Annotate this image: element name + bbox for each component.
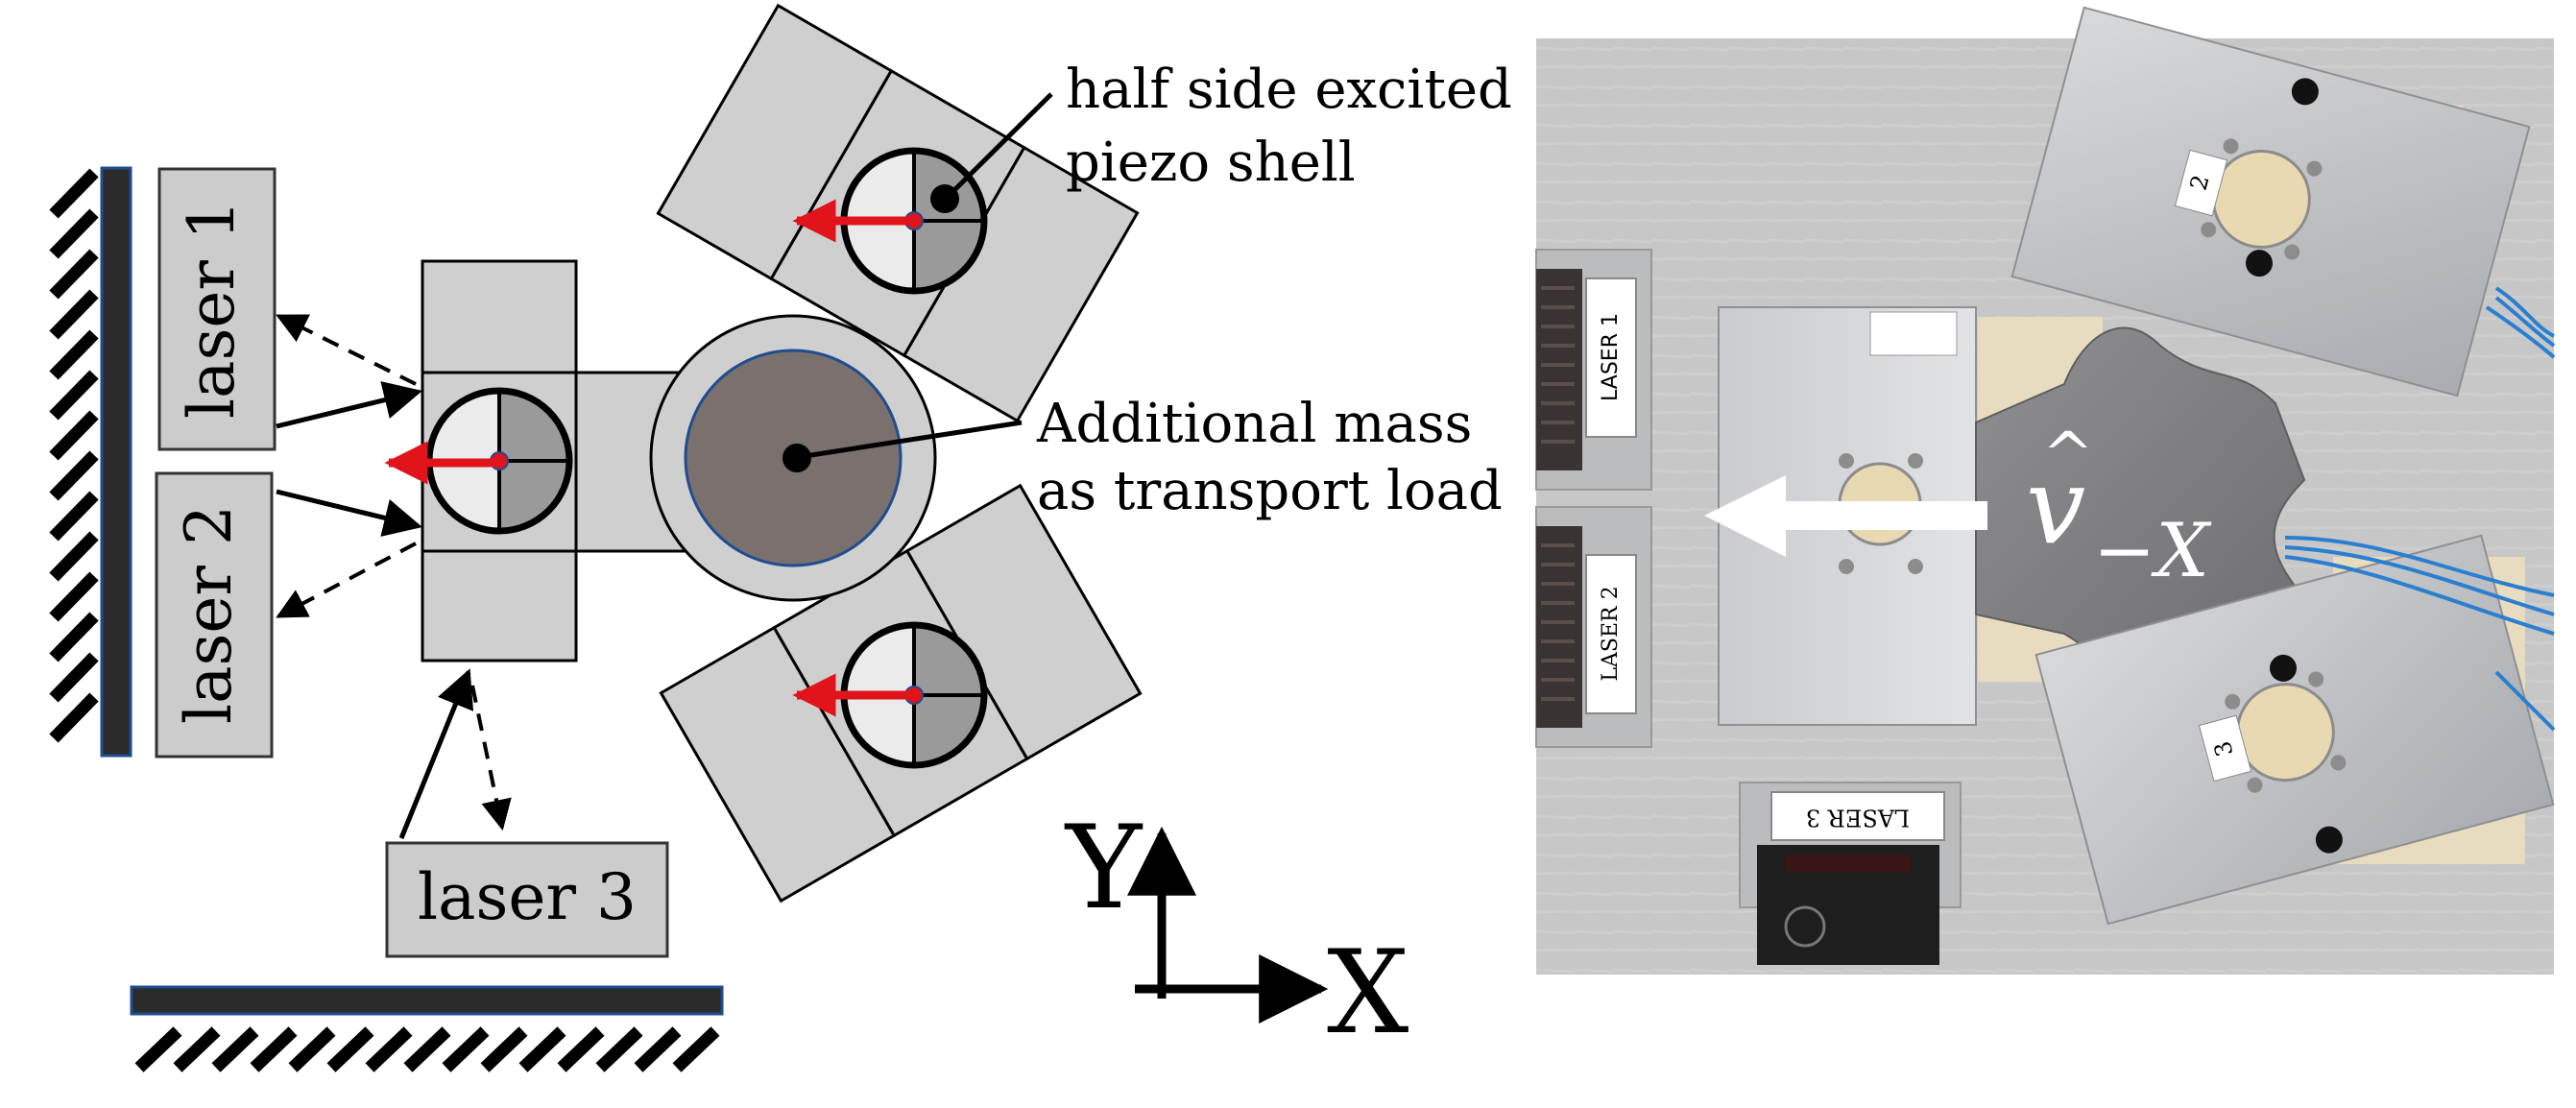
laser-beams xyxy=(276,314,512,839)
piezo-callout-line2: piezo shell xyxy=(1066,132,1356,194)
photo-laser-1-label: LASER 1 xyxy=(1599,313,1623,401)
photo-module-2-label: 2 xyxy=(2185,172,2215,193)
central-platform xyxy=(649,314,937,602)
laser-3-beam-out xyxy=(398,668,474,839)
piezo-shell-bottom xyxy=(840,621,988,769)
laser-2-box: laser 2 xyxy=(155,471,274,759)
mass-callout-line2: as transport load xyxy=(1037,460,1503,522)
laser-2-label: laser 2 xyxy=(172,505,246,724)
left-wall xyxy=(49,166,132,758)
mass-callout-line xyxy=(798,420,1023,460)
photo-module-2: 2 xyxy=(2010,6,2531,397)
velocity-symbol: v xyxy=(2026,445,2085,567)
y-axis-label: Y xyxy=(1064,802,1144,935)
laser-1-box: laser 1 xyxy=(157,167,277,451)
laser-3-label: laser 3 xyxy=(418,860,637,934)
bottom-wall xyxy=(130,985,724,1072)
photo-laser-3: LASER 3 xyxy=(1739,782,1962,965)
piezo-shell-top xyxy=(840,147,988,295)
coordinate-axes: Y X xyxy=(1064,802,1408,1060)
laser-3-box: laser 3 xyxy=(385,841,669,958)
photo-laser-1: LASER 1 xyxy=(1535,249,1652,491)
motion-arrows xyxy=(384,199,912,717)
photo-laser-2: LASER 2 xyxy=(1535,506,1652,748)
laser-1-beam-out xyxy=(276,381,422,429)
mass-center-dot xyxy=(782,444,811,472)
photo-laser-2-label: LASER 2 xyxy=(1599,586,1623,681)
velocity-label: ^ v −X xyxy=(2026,420,2212,594)
mass-callout-line1: Additional mass xyxy=(1036,393,1472,455)
photo-cables xyxy=(2284,286,2556,732)
photo-velocity-arrow xyxy=(1704,475,1987,557)
photo-laser-3-label: LASER 3 xyxy=(1806,805,1910,831)
x-axis-label: X xyxy=(1327,927,1408,1060)
bottom-wall-hatching xyxy=(134,1026,720,1072)
photo-module-3-label: 3 xyxy=(2209,738,2239,759)
left-wall-hatching xyxy=(49,168,99,743)
piezo-callout-line1: half side excited xyxy=(1066,59,1512,121)
piezo-callout-line xyxy=(944,92,1053,201)
velocity-subscript: −X xyxy=(2093,508,2212,594)
piezo-shell-left xyxy=(425,387,573,535)
laser-2-beam-out xyxy=(276,489,422,537)
laser-2-beam-return xyxy=(276,542,417,618)
photo-module-3: 3 xyxy=(2034,534,2555,926)
laser-1-label: laser 1 xyxy=(175,200,249,419)
velocity-hat: ^ xyxy=(2042,420,2094,491)
laser-3-beam-return xyxy=(470,685,512,831)
prototype-photo: LASER 1 LASER 2 LASER 3 xyxy=(1535,6,2556,975)
laser-1-beam-return xyxy=(276,314,417,386)
